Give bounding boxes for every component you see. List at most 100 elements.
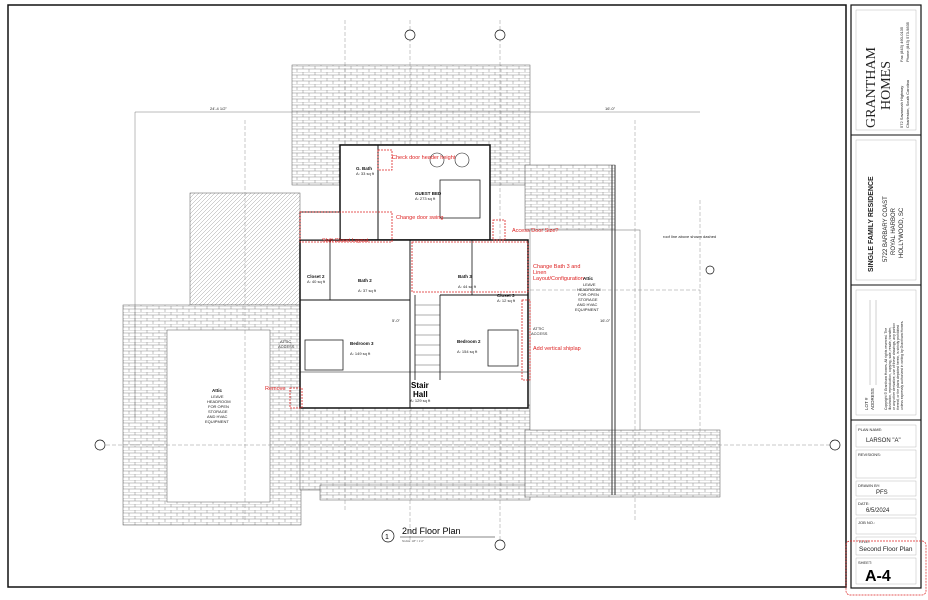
attic-right: Attic LEAVE HEADROOM FOR OPEN STORAGE AN… xyxy=(575,276,601,312)
grid-marker-icon xyxy=(829,439,841,451)
markup-cloud xyxy=(299,211,393,243)
dimensions: 24'-4 1/2" 16'-0" 16'-0" xyxy=(134,106,700,420)
company-name: GRANTHAM xyxy=(864,47,879,128)
room-area: A: 37 sq ft xyxy=(358,288,377,293)
room-label: Bedroom 2 xyxy=(457,339,481,344)
attic-label: Attic xyxy=(583,276,593,281)
copyright-text: Copyright © Grantham Homes. All rights r… xyxy=(884,328,888,410)
plan-scale: SCALE: 1/8" = 1'-0" xyxy=(402,540,424,543)
sheet-title: Second Floor Plan xyxy=(859,546,913,553)
attic-note: EQUIPMENT xyxy=(575,307,599,312)
company-name: HOMES xyxy=(879,61,894,110)
plan-name-label: PLAN NAME: xyxy=(858,427,882,432)
roof-line-note: roof line above shown dashed xyxy=(663,234,716,239)
grid-marker-icon xyxy=(494,29,506,41)
markups: Check door header height Change door swi… xyxy=(265,149,584,409)
room-area: A: 154 sq ft xyxy=(457,349,478,354)
company-address: 572 Savannah Highway xyxy=(899,86,904,128)
attic-note: AND HVAC xyxy=(207,414,227,419)
room-area: A: 12 sq ft xyxy=(497,298,516,303)
markup-note: Remove xyxy=(265,386,285,392)
drawn-by-label: DRAWN BY: xyxy=(858,483,880,488)
title-block: GRANTHAM HOMES 572 Savannah Highway Char… xyxy=(845,4,927,596)
attic-note: STORAGE xyxy=(578,297,598,302)
grid-markers xyxy=(94,29,841,551)
attic-access-label: ACCESS xyxy=(278,344,295,349)
dimension-label: 16'-0" xyxy=(605,106,616,111)
attic-note: AND HVAC xyxy=(577,302,597,307)
title-label: TITLE: xyxy=(858,539,870,544)
room-area: A: 273 sq ft xyxy=(415,196,436,201)
markup-note: Check door header height xyxy=(392,155,456,161)
markup-note: Linen xyxy=(533,270,546,276)
room-area: A: 40 sq ft xyxy=(307,279,326,284)
grid-marker-icon xyxy=(94,439,106,451)
date-label: DATE: xyxy=(858,501,869,506)
dimension-label: 5'-0" xyxy=(392,318,401,323)
lot-label: LOT # xyxy=(864,397,869,410)
room-area: A: 129 sq ft xyxy=(410,398,431,403)
grid-marker-icon xyxy=(705,265,715,275)
date: 6/5/2024 xyxy=(866,508,890,514)
grid-marker-icon xyxy=(404,29,416,41)
markup-cloud xyxy=(845,540,927,596)
room-label: Bath 3 xyxy=(458,274,472,279)
room-label: Bedroom 3 xyxy=(350,341,374,346)
attic-label: Attic xyxy=(212,388,222,393)
attic-note: LEAVE xyxy=(211,394,224,399)
address-label: ADDRESS xyxy=(870,388,875,410)
company-phone: Fax (843) 460-0135 xyxy=(899,26,904,62)
room-label: GUEST BED xyxy=(415,191,442,196)
attic-access-label: ACCESS xyxy=(531,331,548,336)
markup-note: Add vertical shiplap xyxy=(533,346,581,352)
attic-access-label: ATTIC xyxy=(533,326,544,331)
room-label: G. Bath xyxy=(356,166,372,171)
plan-number-bubble xyxy=(381,529,395,543)
markup-note: Access Door Size? xyxy=(512,228,558,234)
room-label: Closet 3 xyxy=(497,293,515,298)
project-address: ROYAL HARBOR xyxy=(891,207,897,255)
attic-left: Attic LEAVE HEADROOM FOR OPEN STORAGE AN… xyxy=(205,388,231,424)
grid-marker-icon xyxy=(494,539,506,551)
plan-number: 1 xyxy=(385,534,389,541)
room-area: A: 33 sq ft xyxy=(356,171,375,176)
project-address: HOLLYWOOD, SC xyxy=(899,207,905,258)
attic-access-label: ATTIC xyxy=(280,339,291,344)
markup-cloud xyxy=(521,299,531,381)
attic-note: HEADROOM xyxy=(207,399,231,404)
markup-cloud xyxy=(492,219,506,241)
interior-dimensions: 5'-0" xyxy=(392,318,401,323)
job-no-label: JOB NO.: xyxy=(858,520,875,525)
attic-note: FOR OPEN xyxy=(208,404,229,409)
project-type: SINGLE FAMILY RESIDENCE xyxy=(868,176,875,272)
markup-note: Change Bath 3 and xyxy=(533,264,580,270)
dimension-label: 24'-4 1/2" xyxy=(210,106,227,111)
grid-lines xyxy=(100,20,840,540)
attic-note: HEADROOM xyxy=(577,287,601,292)
drawn-by: PFS xyxy=(876,490,888,496)
markup-cloud xyxy=(289,387,303,409)
markup-note: Layout/Configuration xyxy=(533,276,584,282)
attic-note: STORAGE xyxy=(208,409,228,414)
copyright-text: illustration, reproduction, copying, sal… xyxy=(888,327,892,410)
markup-note: Shift Closet Layout xyxy=(322,238,369,244)
house-plan xyxy=(299,144,529,409)
plan-title-block: 1 2nd Floor Plan SCALE: 1/8" = 1'-0" xyxy=(381,526,495,543)
roof-areas xyxy=(122,64,721,526)
room-label: Closet 2 xyxy=(307,274,325,279)
project-address: 5722 BARBARY COAST xyxy=(883,196,889,262)
copyright-text: or any other derivative, use of these dr… xyxy=(892,323,896,410)
company-address: Charleston, South Carolina xyxy=(905,79,910,128)
attic-note: FOR OPEN xyxy=(578,292,599,297)
copyright-text: unless expressly authorized in writing b… xyxy=(900,321,904,410)
sheet-label: SHEET: xyxy=(858,560,872,565)
room-area: A: 44 sq ft xyxy=(458,284,477,289)
room-label: Bath 2 xyxy=(358,278,372,283)
markup-note: Change door swing xyxy=(396,215,443,221)
room-label: Hall xyxy=(413,390,428,399)
plan-title: 2nd Floor Plan xyxy=(402,526,461,536)
sheet-number: A-4 xyxy=(865,568,891,585)
markup-cloud xyxy=(411,241,529,293)
attic-note: LEAVE xyxy=(583,282,596,287)
